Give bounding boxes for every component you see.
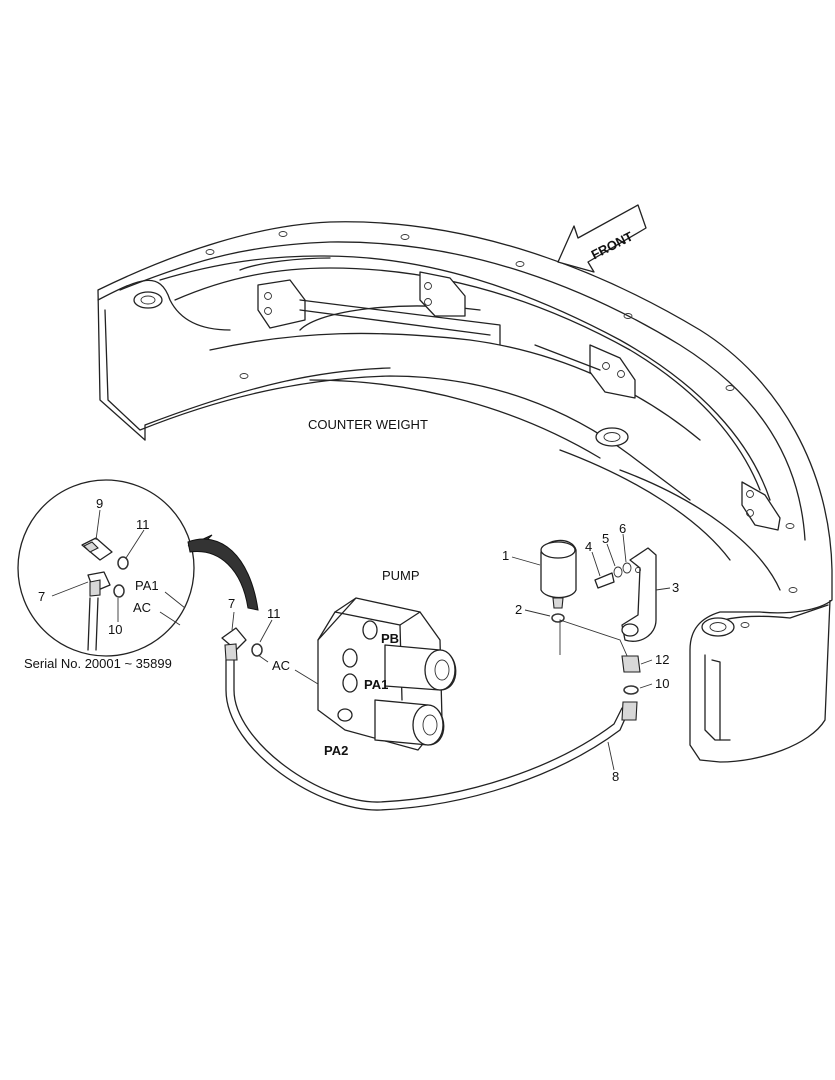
left-fittings: 7 11 AC <box>221 596 290 673</box>
accumulator: 1 2 <box>502 539 577 623</box>
pump: PUMP PB PA1 PA2 <box>294 568 457 758</box>
hose: 8 <box>225 659 629 811</box>
bracket: 4 5 6 3 <box>559 521 679 659</box>
pb-label: PB <box>381 631 399 646</box>
front-arrow: FRONT <box>557 204 647 273</box>
pa1-label: PA1 <box>364 677 388 692</box>
detail-inset: 9 11 7 10 PA1 AC Serial No. 20001 ~ 3589… <box>17 479 259 671</box>
callout-8: 8 <box>612 769 619 784</box>
callout-5: 5 <box>602 531 609 546</box>
callout-11: 11 <box>267 606 281 621</box>
callout-7-inset: 7 <box>38 589 45 604</box>
callout-1: 1 <box>502 548 509 563</box>
callout-10-inset: 10 <box>108 622 122 637</box>
ac-label: AC <box>272 658 290 673</box>
counter-weight-label: COUNTER WEIGHT <box>308 417 428 432</box>
ac-inset-label: AC <box>133 600 151 615</box>
callout-2: 2 <box>515 602 522 617</box>
counter-weight: COUNTER WEIGHT <box>97 221 833 763</box>
right-fittings: 12 10 <box>621 652 669 721</box>
pa1-inset-label: PA1 <box>135 578 159 593</box>
pa2-label: PA2 <box>324 743 348 758</box>
callout-4: 4 <box>585 539 592 554</box>
callout-6: 6 <box>619 521 626 536</box>
callout-11-inset: 11 <box>136 517 150 532</box>
callout-7: 7 <box>228 596 235 611</box>
callout-9-inset: 9 <box>96 496 103 511</box>
callout-3: 3 <box>672 580 679 595</box>
callout-10: 10 <box>655 676 669 691</box>
pump-label: PUMP <box>382 568 420 583</box>
serial-number-label: Serial No. 20001 ~ 35899 <box>24 656 172 671</box>
callout-12: 12 <box>655 652 669 667</box>
